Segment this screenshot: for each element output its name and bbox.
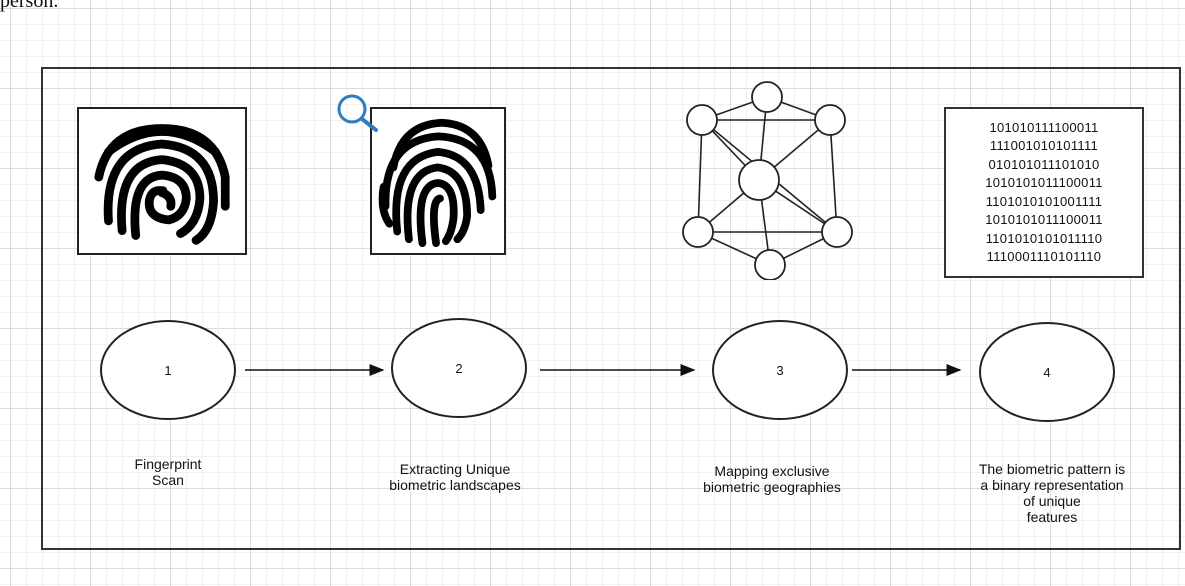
step-circle-2: 2 [391,318,527,418]
binary-line: 1101010101001111 [985,193,1103,209]
binary-line: 1010101011100011 [985,175,1103,190]
binary-line: 1110001110101110 [986,249,1102,264]
step-number: 2 [455,360,463,376]
step-number: 3 [776,362,784,378]
binary-line: 1101010101011110 [985,230,1103,246]
binary-line: 1010101011100011 [985,212,1103,227]
step-circle-1: 1 [100,320,236,420]
node-network-icon [682,81,853,280]
fingerprint-icon [94,124,230,245]
step-circle-4: 4 [979,322,1115,422]
fingerprint-scan-image [77,107,247,255]
diagram-frame [41,67,1181,550]
step-circle-3: 3 [712,320,848,420]
step-caption-2: Extracting Unique biometric landscapes [389,461,521,493]
magnifier-icon [337,94,378,132]
step-caption-1: Fingerprint Scan [134,456,202,488]
binary-line: 010101011101010 [988,156,1100,172]
fingerprint-extract-icon [378,118,497,247]
binary-line: 111001010101111 [989,138,1099,153]
step-caption-4: The biometric pattern is a binary repres… [978,461,1126,525]
step-number: 4 [1043,364,1051,380]
fingerprint-extraction-image [370,107,506,255]
step-number: 1 [164,362,172,378]
binary-line: 101010111100011 [989,119,1099,135]
header-fragment: person. [0,0,59,12]
binary-pattern-box: 101010111100011 111001010101111 01010101… [944,107,1144,278]
step-caption-3: Mapping exclusive biometric geographies [703,463,841,495]
